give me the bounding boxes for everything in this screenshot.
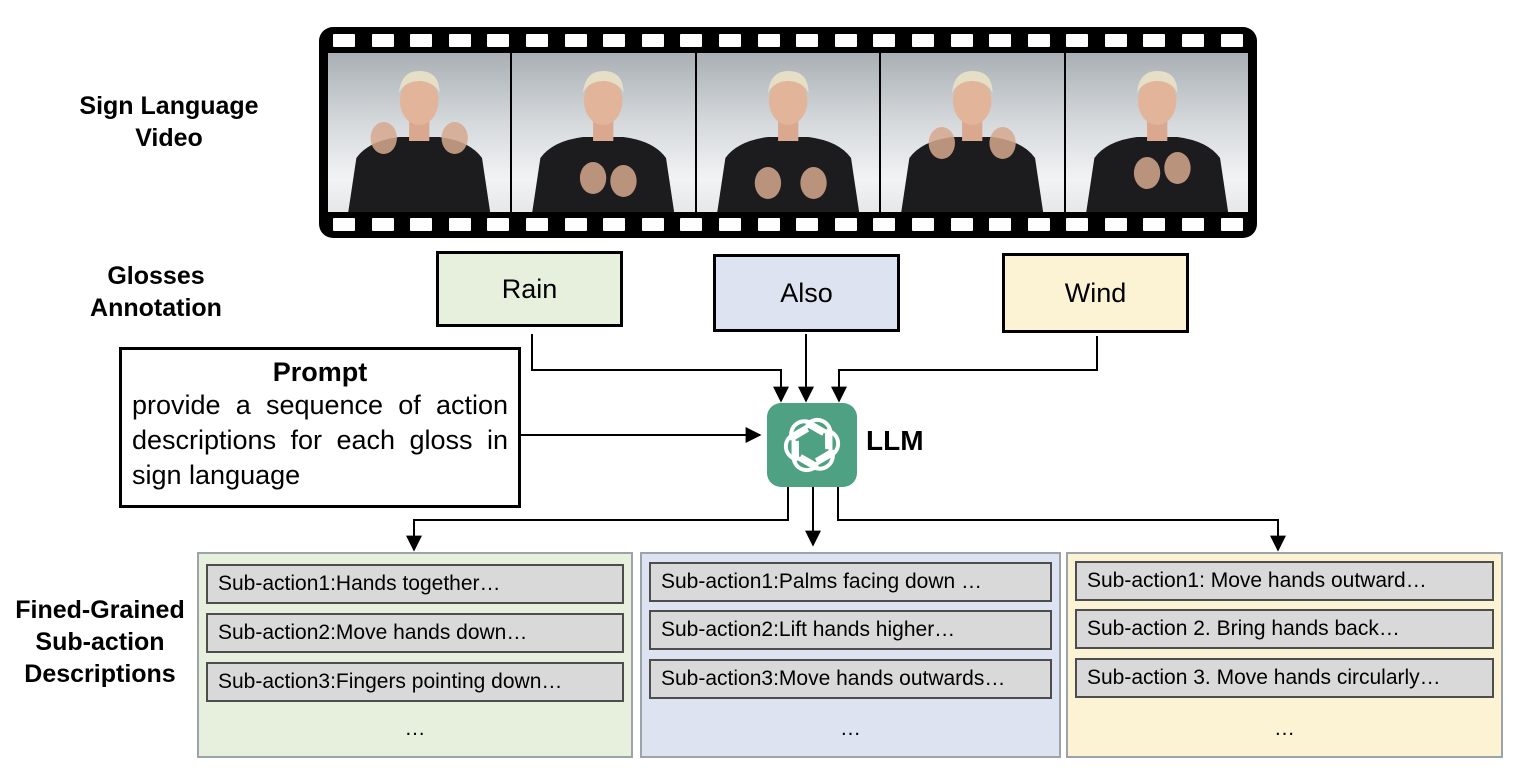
- video-frame: [512, 53, 695, 212]
- video-film-strip: [319, 27, 1257, 238]
- more-ellipsis: …: [840, 717, 861, 740]
- gloss-box-rain: Rain: [436, 251, 623, 327]
- label-sub-action-descriptions: Fined-Grained Sub-action Descriptions: [15, 596, 185, 688]
- sub-action-item: Sub-action1:Palms facing down …: [649, 562, 1052, 602]
- sub-action-item: Sub-action1:Hands together…: [206, 564, 624, 604]
- gloss-box-also: Also: [713, 254, 900, 332]
- panel-also-descriptions: Sub-action1:Palms facing down … Sub-acti…: [640, 552, 1061, 758]
- openai-logo-icon: [767, 403, 857, 487]
- llm-label: LLM: [866, 425, 924, 456]
- sub-action-item: Sub-action2:Lift hands higher…: [649, 610, 1052, 650]
- gloss-label: Rain: [501, 273, 558, 304]
- sub-action-item: Sub-action3:Fingers pointing down…: [206, 662, 624, 702]
- video-frame: [1065, 53, 1249, 212]
- film-perforations-bottom: [333, 218, 1243, 231]
- arrow-rain-to-llm: [531, 334, 789, 403]
- more-ellipsis: …: [1274, 717, 1295, 740]
- prompt-box: Prompt provide a sequence of action desc…: [119, 347, 521, 508]
- panel-rain-descriptions: Sub-action1:Hands together… Sub-action2:…: [197, 552, 633, 758]
- gloss-label: Also: [780, 277, 833, 308]
- film-perforations-top: [333, 34, 1243, 47]
- gloss-label: Wind: [1064, 277, 1127, 308]
- arrow-wind-to-llm: [831, 336, 1098, 403]
- video-frame: [696, 53, 880, 212]
- sub-action-item: Sub-action 2. Bring hands back…: [1075, 609, 1494, 649]
- label-glosses-annotation: Glosses Annotation: [90, 262, 222, 322]
- sub-action-item: Sub-action3:Move hands outwards…: [649, 659, 1052, 699]
- prompt-title: Prompt: [272, 357, 368, 387]
- video-frames: [328, 53, 1249, 212]
- prompt-body: provide a sequence of action description…: [132, 390, 508, 490]
- gloss-box-wind: Wind: [1002, 253, 1189, 333]
- sub-action-item: Sub-action2:Move hands down…: [206, 613, 624, 653]
- sub-action-item: Sub-action 3. Move hands circularly…: [1075, 658, 1494, 698]
- arrow-llm-to-wind-panel: [837, 487, 1286, 552]
- video-frame: [881, 53, 1064, 212]
- panel-wind-descriptions: Sub-action1: Move hands outward… Sub-act…: [1066, 552, 1503, 758]
- more-ellipsis: …: [404, 717, 426, 740]
- sub-action-item: Sub-action1: Move hands outward…: [1075, 561, 1494, 601]
- video-frame: [328, 53, 511, 212]
- label-sign-language-video: Sign Language Video: [79, 92, 259, 152]
